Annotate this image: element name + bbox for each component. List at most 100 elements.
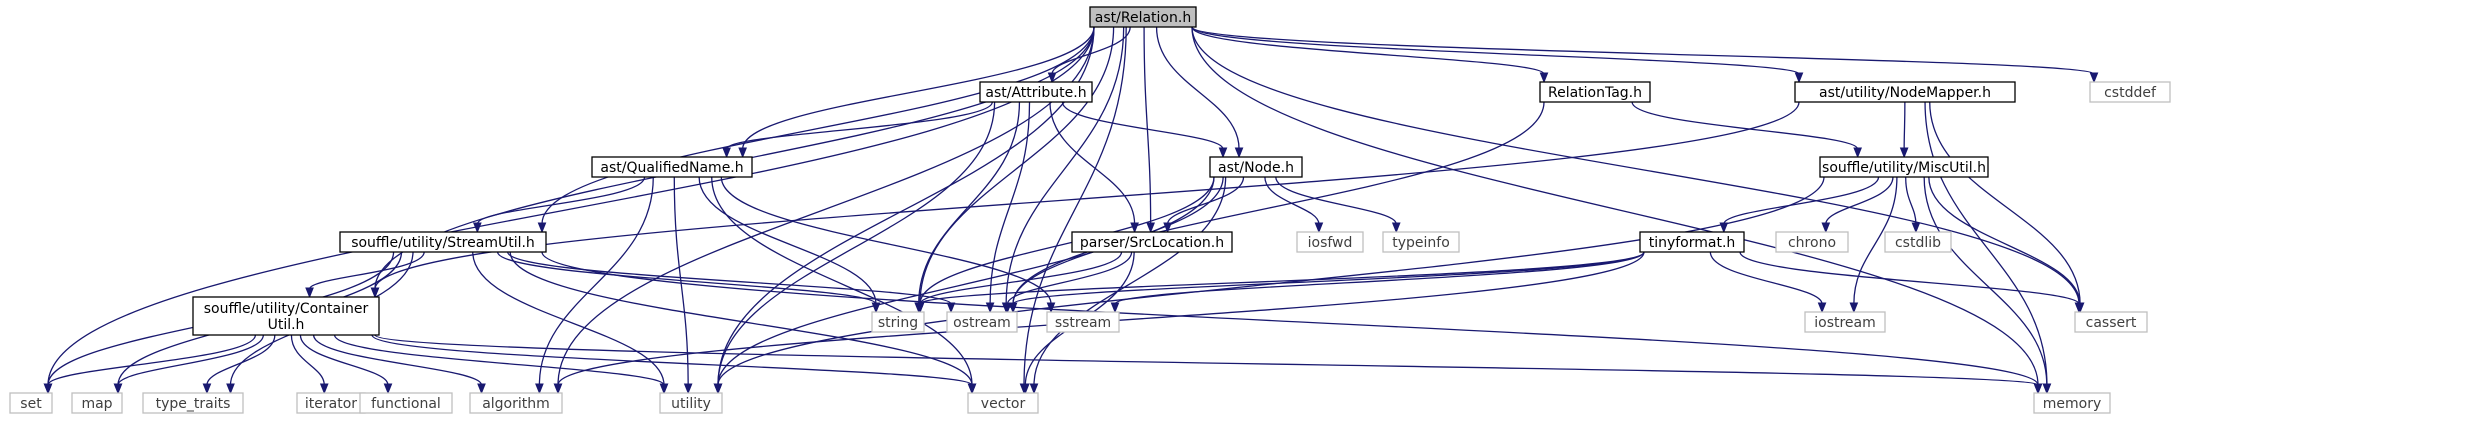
node-streamutil[interactable]: souffle/utility/StreamUtil.h <box>339 231 547 253</box>
edge-streamutil-to-containerutil <box>305 251 425 299</box>
edge-nodemapper-to-miscutil <box>1899 101 1909 159</box>
node-label: typeinfo <box>1392 235 1450 251</box>
node-label: sstream <box>1055 315 1111 331</box>
node-box <box>2089 81 2171 103</box>
edge-tinyformat-to-iostream <box>1709 251 1827 314</box>
node-memory: memory <box>2033 392 2111 414</box>
edge-miscutil-to-memory <box>1923 176 2052 395</box>
edge-qualifiedname-to-algorithm <box>535 176 654 395</box>
edge-containerutil-to-type_traits <box>202 334 276 395</box>
node-type_traits: type_traits <box>142 392 244 414</box>
node-label: cstddef <box>2104 85 2157 101</box>
edge-relation-to-streamutil <box>537 26 1095 234</box>
edge-nodemapper-to-cassert <box>1929 101 2085 314</box>
edge-miscutil-to-chrono <box>1821 176 1894 234</box>
node-srclocation[interactable]: parser/SrcLocation.h <box>1071 231 1233 253</box>
node-box <box>1071 231 1233 253</box>
node-label: cassert <box>2086 315 2137 331</box>
edge-node-to-srclocation <box>1163 176 1245 234</box>
node-label: Util.h <box>268 317 305 333</box>
node-attribute[interactable]: ast/Attribute.h <box>979 81 1093 103</box>
edge-relation-to-cstddef <box>1191 26 2099 84</box>
edge-relation-to-nodemapper <box>1191 26 1804 84</box>
node-box <box>871 311 925 333</box>
edge-miscutil-to-utility <box>713 176 1825 395</box>
node-label: algorithm <box>482 396 550 412</box>
node-box <box>1539 81 1651 103</box>
node-label: set <box>20 396 42 412</box>
edge-relation-to-qualifiedname <box>738 26 1095 159</box>
node-box <box>1089 6 1197 28</box>
node-label: cstdlib <box>1895 235 1941 251</box>
node-qualifiedname[interactable]: ast/QualifiedName.h <box>591 156 753 178</box>
node-functional: functional <box>359 392 453 414</box>
edge-relationtag-to-miscutil <box>1631 101 1862 159</box>
node-label: souffle/utility/MiscUtil.h <box>1822 160 1986 176</box>
node-box <box>71 392 123 414</box>
node-label: tinyformat.h <box>1649 235 1736 251</box>
edge-relation-to-node <box>1155 26 1244 159</box>
edge-node-to-iosfwd <box>1264 176 1324 234</box>
edge-tinyformat-to-string <box>915 251 1645 314</box>
node-utility: utility <box>659 392 723 414</box>
node-chrono: chrono <box>1775 231 1849 253</box>
node-box <box>979 81 1093 103</box>
node-box <box>1804 311 1886 333</box>
node-tinyformat[interactable]: tinyformat.h <box>1639 231 1745 253</box>
node-label: memory <box>2043 396 2102 412</box>
edge-miscutil-to-cassert <box>1928 176 2085 314</box>
node-set: set <box>9 392 53 414</box>
edge-containerutil-to-set <box>43 334 257 395</box>
node-relationtag[interactable]: RelationTag.h <box>1539 81 1651 103</box>
node-box <box>591 156 753 178</box>
edge-qualifiedname-to-streamutil <box>473 176 646 234</box>
node-label: parser/SrcLocation.h <box>1080 235 1224 251</box>
node-node[interactable]: ast/Node.h <box>1209 156 1303 178</box>
node-box <box>142 392 244 414</box>
node-label: vector <box>981 396 1026 412</box>
node-label: chrono <box>1788 235 1836 251</box>
node-label: ast/Attribute.h <box>985 85 1086 101</box>
edge-containerutil-to-map <box>113 334 264 395</box>
node-box <box>1382 231 1460 253</box>
edge-relation-to-relationtag <box>1191 26 1549 84</box>
node-vector: vector <box>967 392 1039 414</box>
node-box <box>1819 156 1989 178</box>
node-label: souffle/utility/Container <box>204 301 369 317</box>
node-label: map <box>81 396 112 412</box>
edge-containerutil-to-functional <box>299 334 393 395</box>
edge-attribute-to-node <box>1061 101 1228 159</box>
edge-attribute-to-srclocation <box>1049 101 1139 234</box>
node-box <box>9 392 53 414</box>
edge-nodemapper-to-containerutil <box>370 101 1800 299</box>
node-label: ast/Node.h <box>1218 160 1294 176</box>
edge-tinyformat-to-sstream <box>1110 251 1645 314</box>
edge-node-to-vector <box>1029 176 1227 395</box>
node-label: iosfwd <box>1308 235 1353 251</box>
edge-streamutil-to-utility <box>472 251 669 395</box>
edge-containerutil-to-vector <box>371 334 977 395</box>
edge-qualifiedname-to-string <box>698 176 881 314</box>
node-box <box>1209 156 1303 178</box>
node-iterator: iterator <box>296 392 366 414</box>
node-nodemapper[interactable]: ast/utility/NodeMapper.h <box>1794 81 2016 103</box>
node-miscutil[interactable]: souffle/utility/MiscUtil.h <box>1819 156 1989 178</box>
node-map: map <box>71 392 123 414</box>
node-box <box>967 392 1039 414</box>
node-label: ast/QualifiedName.h <box>600 160 743 176</box>
edge-miscutil-to-iostream <box>1849 176 1898 314</box>
node-relation[interactable]: ast/Relation.h <box>1089 6 1197 28</box>
node-box <box>339 231 547 253</box>
node-box <box>1794 81 2016 103</box>
node-label: ostream <box>953 315 1011 331</box>
edge-attribute-to-utility <box>713 101 996 395</box>
node-label: type_traits <box>156 396 231 412</box>
edge-relation-to-srclocation <box>1143 26 1155 234</box>
node-iostream: iostream <box>1804 311 1886 333</box>
node-box <box>359 392 453 414</box>
node-label: utility <box>671 396 711 412</box>
node-box <box>192 296 380 336</box>
node-box <box>1775 231 1849 253</box>
node-box <box>2074 311 2148 333</box>
